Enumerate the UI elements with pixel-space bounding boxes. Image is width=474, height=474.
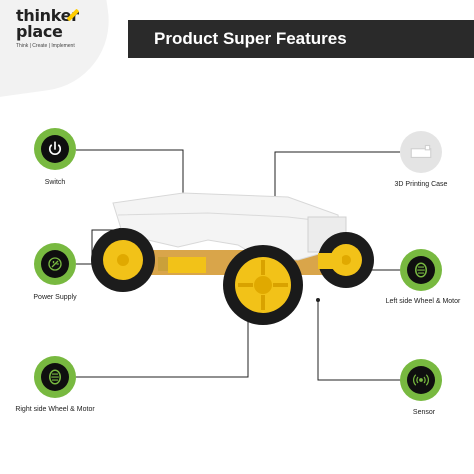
motor <box>168 257 206 273</box>
case-feature-circle <box>400 131 442 173</box>
case-label: 3D Printing Case <box>394 181 448 188</box>
connector-switch <box>76 149 184 210</box>
wheel-icon <box>415 262 427 278</box>
page-title: Product Super Features <box>154 29 347 48</box>
rear-left-wheel <box>91 228 155 292</box>
robot-car-image <box>91 192 374 325</box>
switch-label: Switch <box>44 179 66 186</box>
title-banner: Product Super Features <box>128 20 474 58</box>
right-wheel-feature-circle <box>34 356 76 398</box>
wheel-icon <box>49 369 61 385</box>
right-wheel-label: Right side Wheel & Motor <box>15 406 95 413</box>
brand-tagline: Think | Create | Implement <box>16 43 75 49</box>
front-wheel <box>223 245 303 325</box>
sensor-feature-circle <box>400 359 442 401</box>
brand-logo: thinker place Think | Create | Implement <box>16 6 126 50</box>
connector-power <box>76 229 120 265</box>
power-icon <box>48 141 62 155</box>
left-wheel-label: Left side Wheel & Motor <box>385 298 461 305</box>
connector-case <box>274 151 400 210</box>
brand-name-line2: place <box>16 22 63 41</box>
sensor-label: Sensor <box>412 409 436 416</box>
power-supply-feature-circle <box>34 243 76 285</box>
connector-right-wheel <box>76 305 249 378</box>
connector-sensor <box>317 300 400 381</box>
left-wheel-feature-circle <box>400 249 442 291</box>
sensor-icon <box>413 374 429 386</box>
brand-name-line1: thinker <box>16 6 79 25</box>
switch-feature-circle <box>34 128 76 170</box>
case-icon <box>410 144 432 158</box>
plug-icon <box>48 257 62 271</box>
power-supply-label: Power Supply <box>33 294 77 301</box>
